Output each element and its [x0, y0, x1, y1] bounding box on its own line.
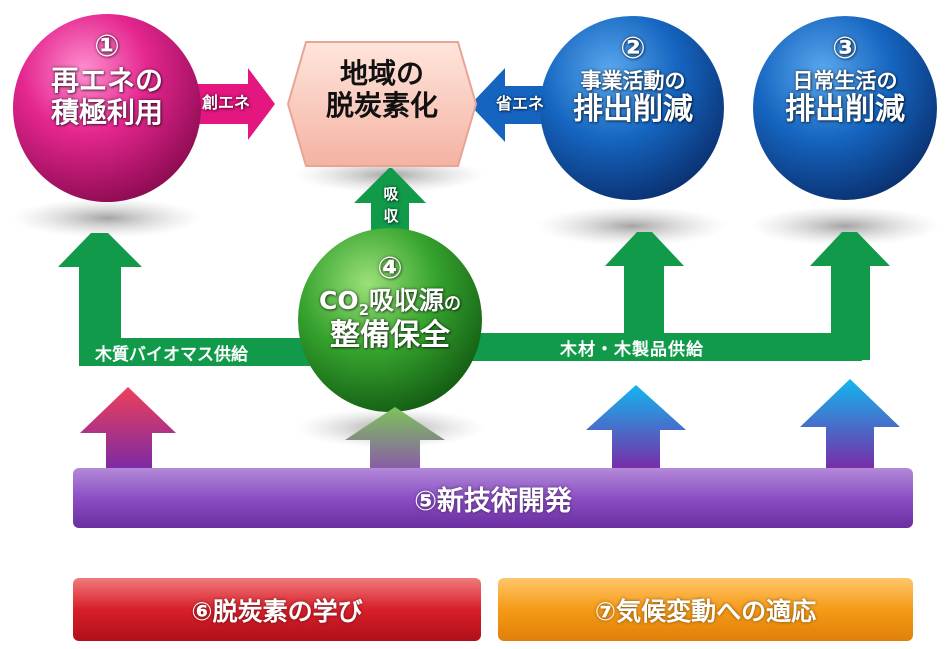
node-2-label: ② 事業活動の 排出削減	[545, 31, 721, 127]
node-4-co2: CO	[318, 285, 359, 315]
sphere-4	[298, 228, 482, 412]
arrow-up-tech-3	[800, 379, 900, 470]
node-2-line2: 排出削減	[573, 91, 693, 127]
node-1-number: ①	[94, 29, 120, 64]
flow-label-left: 木質バイオマス供給	[95, 345, 248, 365]
node-3-line1: 日常生活の	[792, 68, 898, 93]
node-1-line2: 積極利用	[50, 95, 163, 129]
arrow-up-2-green	[605, 232, 684, 345]
arrow-save-energy	[470, 68, 552, 142]
node-2-line1: 事業活動の	[580, 68, 686, 93]
save-energy-label: 省エネ	[495, 94, 544, 113]
sphere-3	[753, 16, 937, 200]
node-4-line1: CO2吸収源の	[290, 285, 490, 319]
node-1-line1: 再エネの	[50, 63, 163, 97]
sphere-2	[540, 16, 724, 200]
adaptation-box-bg	[498, 578, 913, 641]
node-4-absorb: 吸収源	[369, 285, 445, 315]
node-3-label: ③ 日常生活の 排出削減	[757, 31, 933, 127]
node-4-co2-subscript: 2	[358, 300, 370, 319]
node-3-number: ③	[832, 31, 858, 66]
absorb-label-1: 吸	[383, 185, 399, 203]
tech-bar-bg	[73, 468, 913, 528]
arrow-absorb-green	[354, 168, 426, 245]
sphere-2-shadow	[537, 206, 727, 246]
node-1-label: ① 再エネの 積極利用	[22, 29, 192, 129]
arrow-up-3-green	[810, 232, 890, 360]
create-energy-label: 創エネ	[201, 93, 250, 112]
flow-label-right: 木材・木製品供給	[560, 340, 704, 360]
tech-box: ⑤新技術開発	[414, 485, 572, 517]
sphere-1	[13, 14, 201, 202]
arrow-up-tech-1	[80, 387, 176, 470]
learning-box: ⑥脱炭素の学び	[191, 596, 363, 626]
absorb-label-2: 収	[383, 207, 399, 225]
sphere-3-shadow	[750, 206, 940, 246]
adaptation-box: ⑦気候変動への適応	[594, 596, 817, 626]
center-label: 地域の 脱炭素化	[300, 57, 464, 123]
node-2-number: ②	[620, 31, 646, 66]
learning-box-bg	[73, 578, 481, 641]
arrow-up-left-green	[58, 233, 142, 366]
node-3-line2: 排出削減	[785, 91, 905, 127]
flow-bar-left	[79, 338, 319, 366]
center-line1: 地域の	[339, 57, 424, 90]
arrow-up-tech-2	[586, 385, 686, 470]
center-hexagon	[286, 41, 478, 167]
arrow-up-tech-4	[345, 407, 445, 470]
green-flow-arrows	[58, 168, 890, 366]
node-4-line2: 整備保全	[330, 317, 450, 353]
node-4-number: ④	[377, 251, 403, 286]
sphere-1-shadow	[12, 198, 202, 238]
node-4-no: の	[444, 293, 462, 314]
center-line2: 脱炭素化	[325, 89, 438, 123]
node-4-label: ④ CO2吸収源の 整備保全	[290, 251, 490, 353]
arrow-create-energy	[195, 68, 275, 140]
